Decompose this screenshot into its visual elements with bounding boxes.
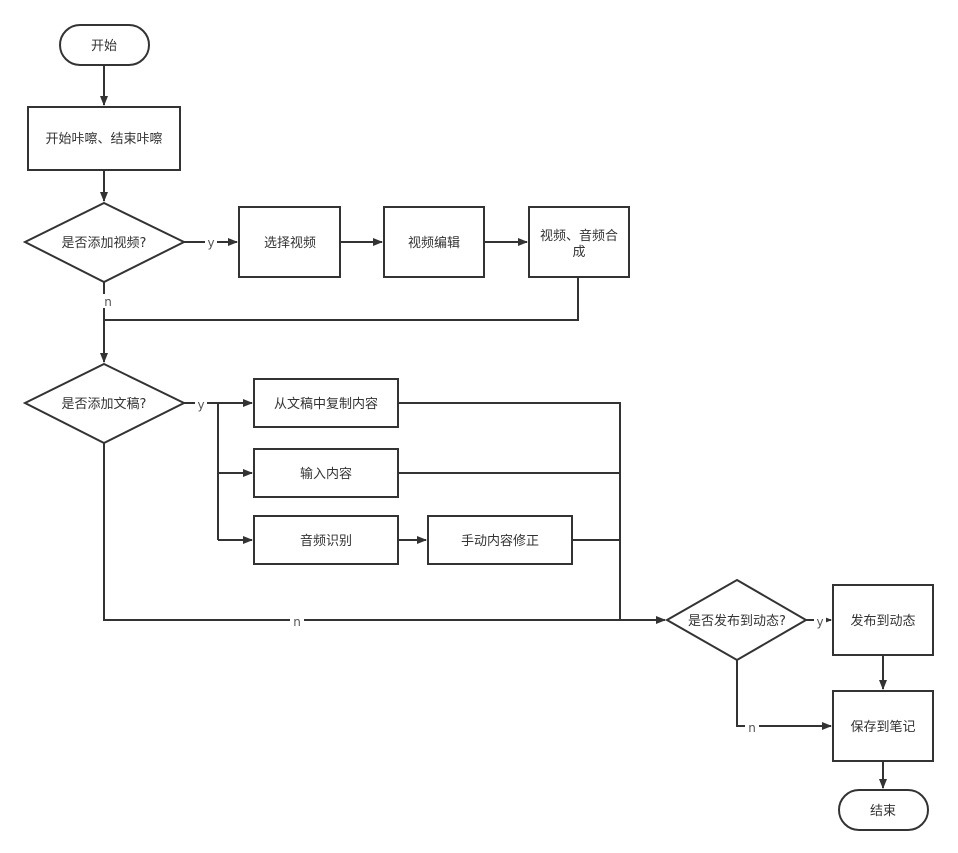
edge-label-script-yes: y	[197, 398, 204, 412]
edge-label-publish-yes: y	[816, 615, 823, 629]
edge-copy-to-merge	[398, 402, 621, 620]
edge-label-bg	[101, 294, 115, 308]
node-start-stop-recording-label: 开始咔嚓、结束咔嚓	[45, 131, 162, 147]
node-save-note-label: 保存到笔记	[850, 719, 915, 735]
node-start: 开始	[59, 24, 150, 66]
node-copy-from-script: 从文稿中复制内容	[253, 378, 399, 428]
node-question-add-video: 是否添加视频?	[22, 201, 187, 284]
node-av-merge-label-line2: 成	[572, 245, 585, 260]
node-av-merge: 视频、音频合 成	[528, 206, 630, 278]
edge-label-video-no: n	[104, 295, 112, 309]
node-select-video-label: 选择视频	[264, 236, 316, 251]
edge-label-bg	[290, 614, 304, 628]
node-end-label: 结束	[870, 804, 896, 819]
node-question-add-script: 是否添加文稿?	[22, 362, 187, 445]
node-question-publish-label: 是否发布到动态?	[688, 613, 786, 629]
node-question-publish: 是否发布到动态?	[664, 578, 808, 662]
edge-label-bg	[814, 614, 826, 628]
node-start-stop-recording: 开始咔嚓、结束咔嚓	[27, 106, 181, 171]
node-input-content: 输入内容	[253, 448, 399, 498]
node-start-label: 开始	[91, 39, 117, 54]
node-save-note: 保存到笔记	[832, 690, 934, 762]
edge-publish-no	[736, 660, 832, 730]
edge-label-bg	[745, 720, 759, 734]
node-input-content-label: 输入内容	[300, 466, 352, 482]
node-question-add-video-label: 是否添加视频?	[62, 236, 147, 251]
edge-script-yes-trunk	[184, 402, 219, 540]
edge-label-script-no: n	[293, 615, 301, 629]
edge-script-no	[103, 443, 666, 624]
node-publish: 发布到动态	[832, 584, 934, 656]
edge-label-publish-no: n	[748, 721, 756, 735]
node-manual-correction: 手动内容修正	[427, 515, 573, 565]
node-publish-label: 发布到动态	[850, 613, 915, 629]
node-select-video: 选择视频	[238, 206, 341, 278]
edge-label-video-yes: y	[207, 236, 214, 250]
node-video-edit: 视频编辑	[383, 206, 485, 278]
node-audio-recognition-label: 音频识别	[300, 533, 352, 549]
node-end: 结束	[838, 789, 929, 831]
edge-label-bg	[205, 235, 217, 249]
node-av-merge-label-line1: 视频、音频合	[540, 228, 618, 244]
node-copy-from-script-label: 从文稿中复制内容	[274, 396, 378, 412]
edge-merge-return	[104, 277, 579, 321]
node-video-edit-label: 视频编辑	[408, 236, 460, 251]
edge-label-bg	[195, 397, 207, 411]
node-question-add-script-label: 是否添加文稿?	[62, 396, 147, 412]
node-audio-recognition: 音频识别	[253, 515, 399, 565]
node-manual-correction-label: 手动内容修正	[461, 533, 539, 549]
